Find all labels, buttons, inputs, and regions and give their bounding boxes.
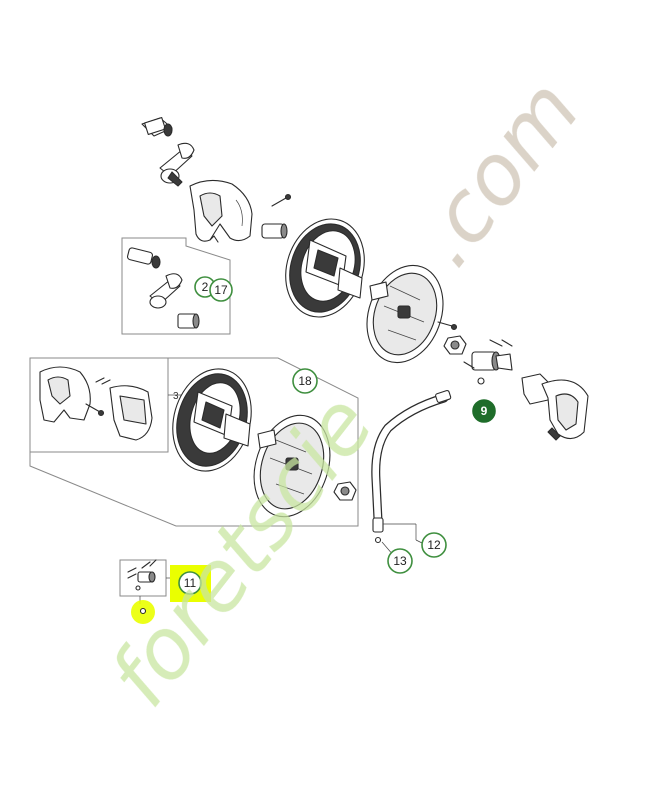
bracket-lower-left (39, 366, 105, 423)
inset-frame-kit-11 (119, 559, 167, 597)
nut-reel-upper (443, 335, 467, 355)
nut-reel-lower (333, 481, 357, 501)
nut-inset (177, 313, 200, 329)
hose (371, 390, 452, 544)
handle-grip-top (141, 116, 173, 137)
crank-arm-top (159, 142, 195, 187)
label-3-line: 3 (168, 391, 182, 402)
callout-18-label: 18 (298, 374, 312, 388)
reel-plate-upper-front (366, 264, 444, 364)
reel-plate-upper-rear (285, 218, 365, 318)
callout-3-label: 3 (173, 391, 179, 402)
callout-13: 13 (387, 548, 413, 574)
callout-2-label: 2 (202, 280, 209, 294)
reel-plate-lower-rear (172, 368, 252, 472)
callout-11-label: 11 (184, 576, 197, 590)
main-bracket (189, 179, 253, 243)
callout-12: 12 (421, 532, 447, 558)
hose-guide-right (521, 373, 589, 441)
callout-9-label: 9 (481, 404, 488, 418)
callout-13-label: 13 (393, 554, 407, 568)
callout-18: 18 (292, 368, 318, 394)
o-ring-9 (477, 377, 485, 385)
cap-lower-left (95, 377, 153, 441)
screw-reel-right (437, 321, 458, 331)
highlight-11: 11 (170, 565, 211, 602)
callout-12-label: 12 (427, 538, 441, 552)
watermark-grey-text: .com (395, 62, 599, 285)
bushing-top (261, 223, 288, 239)
callout-17: 17 (209, 278, 233, 302)
frame-18 (29, 357, 359, 527)
inset-frame-lower-left (29, 357, 169, 453)
reel-plate-lower-front (253, 414, 331, 518)
screw-small-top (271, 193, 292, 207)
watermark: foretscie .com (91, 62, 599, 725)
fitting-kit-11 (127, 559, 157, 591)
highlight-dot-o-ring (131, 600, 155, 624)
inset-frame-crank (121, 237, 231, 335)
callout-17-label: 17 (214, 283, 228, 297)
handle-grip-inset (126, 247, 161, 269)
crank-arm-inset (149, 273, 183, 309)
callout-9: 9 (472, 399, 496, 423)
swivel-fitting (463, 339, 513, 371)
